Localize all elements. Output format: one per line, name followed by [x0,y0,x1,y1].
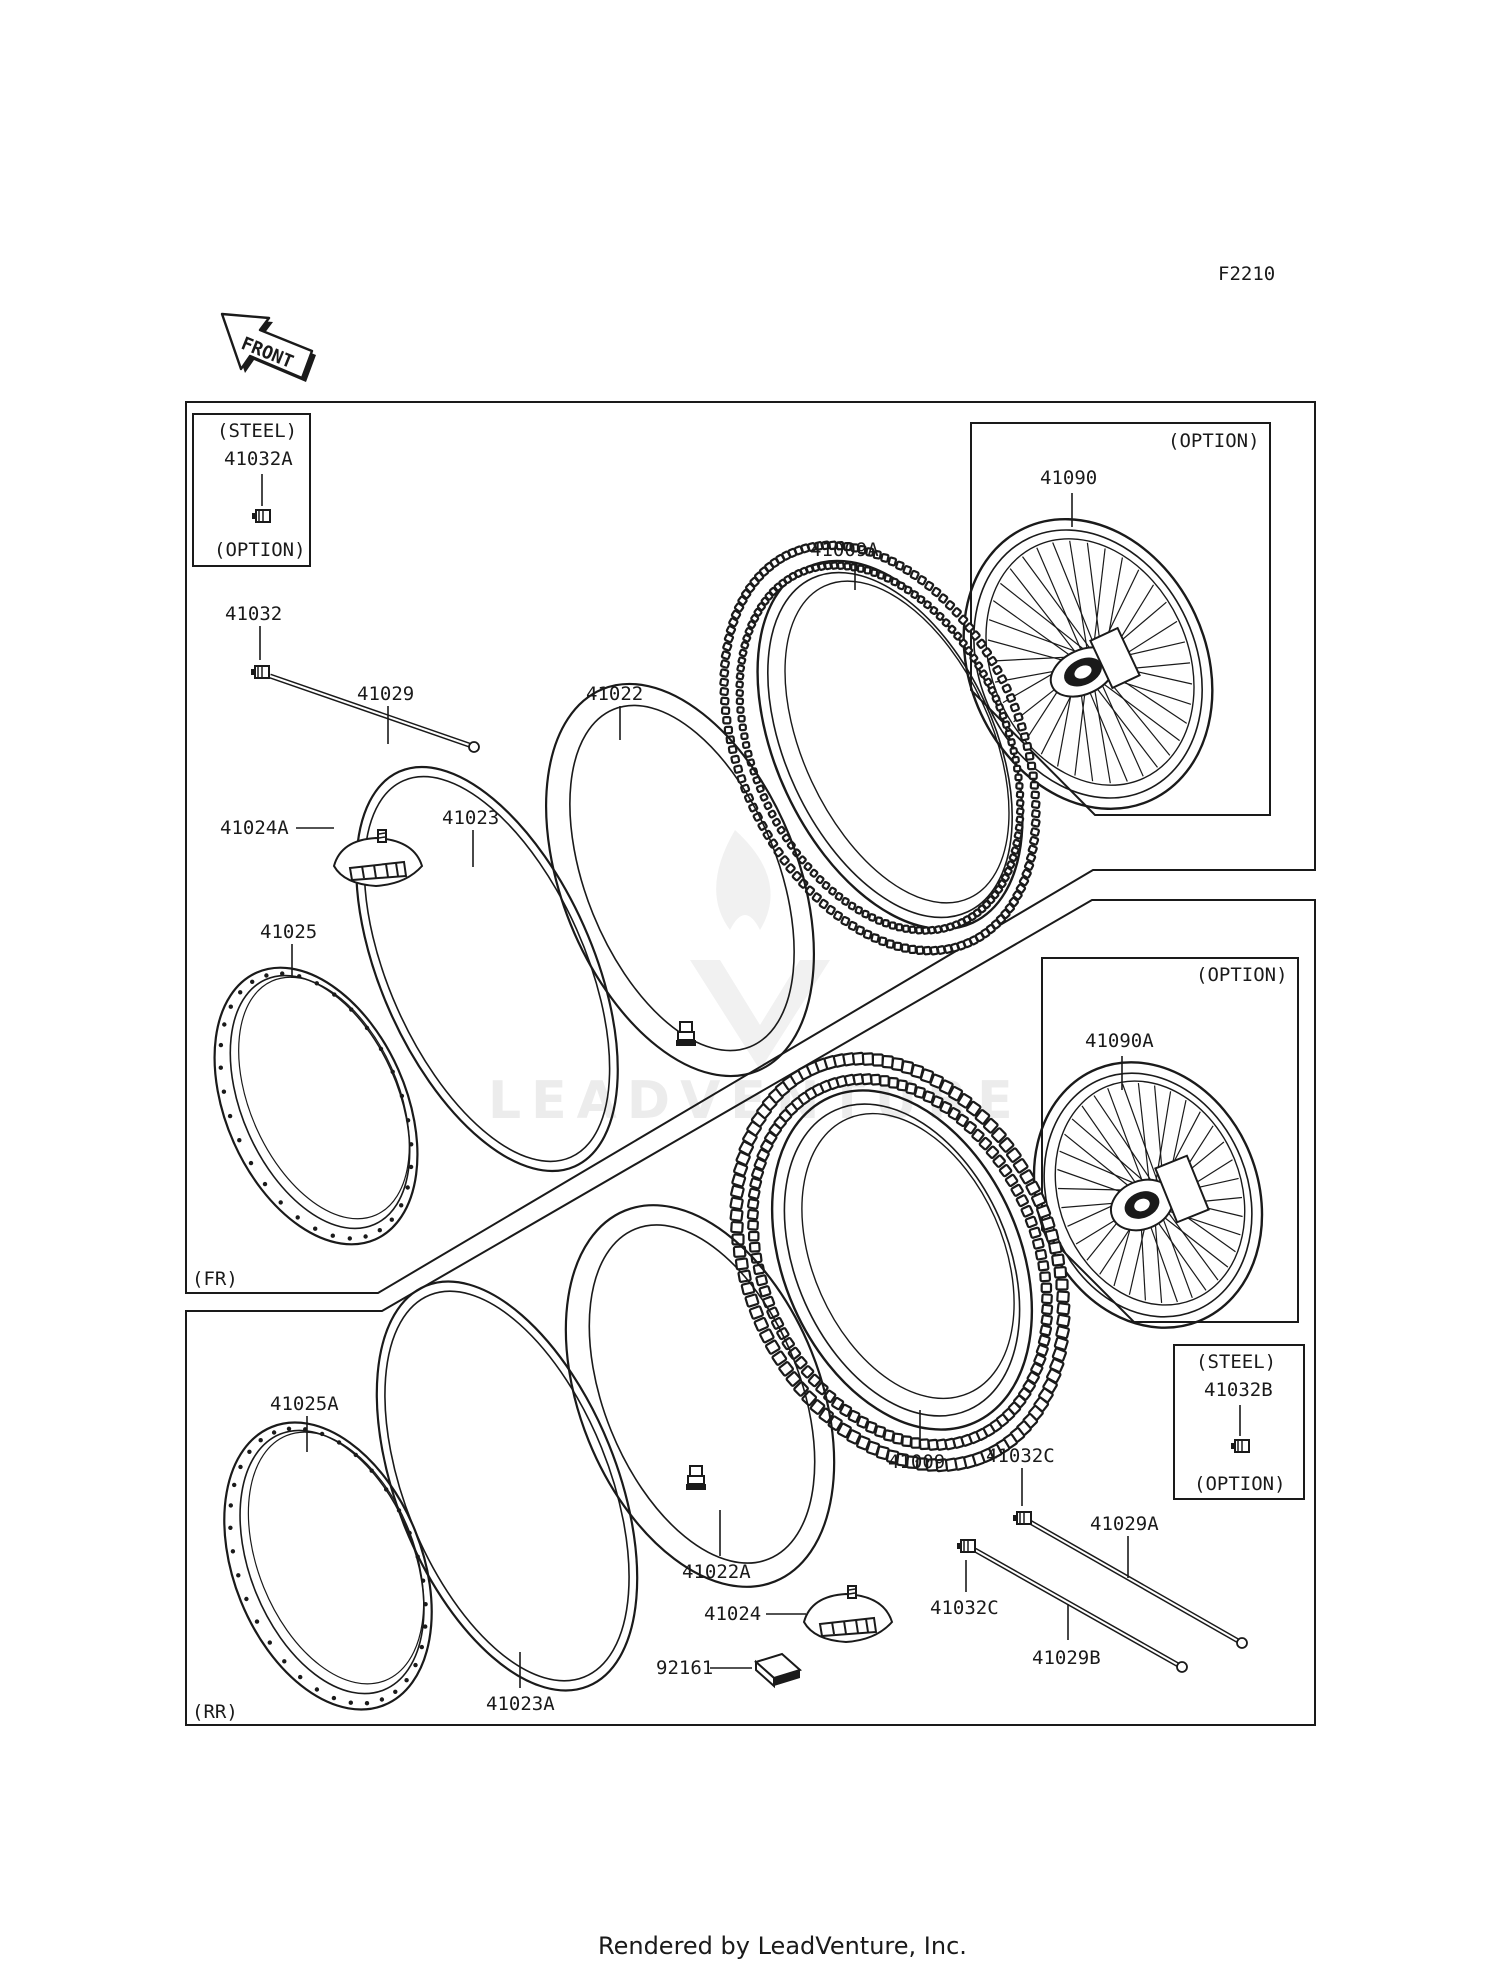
front-tube-valve-icon [675,1021,697,1047]
option-rear-label: (OPTION) [1196,964,1288,986]
rear-tire-icon [729,1051,1071,1473]
option-wheel-box-rear: (OPTION) 41090A [1041,957,1299,1323]
rear-rim-band-icon [375,1280,639,1692]
footer-credit: Rendered by LeadVenture, Inc. [598,1932,967,1960]
label-41022: 41022 [586,683,643,705]
front-direction-arrow-icon: FRONT [220,312,316,382]
label-41029B: 41029B [1032,1647,1101,1669]
steel-rear-bottom-label: (OPTION) [1194,1473,1286,1495]
label-41023A: 41023A [486,1693,555,1715]
steel-front-part-number: 41032A [224,448,293,470]
valve-cap-steel-front-icon [251,509,271,523]
steel-option-box-front: (STEEL) 41032A (OPTION) [192,413,311,567]
rear-inner-tube-icon [564,1204,836,1588]
option-front-label: (OPTION) [1168,430,1260,452]
front-rim-icon [213,966,419,1246]
label-92161: 92161 [656,1657,713,1679]
figure-code: F2210 [1218,263,1275,285]
steel-rear-part-number: 41032B [1204,1379,1273,1401]
steel-option-box-rear: (STEEL) 41032B (OPTION) [1173,1344,1305,1500]
label-41025A: 41025A [270,1393,339,1415]
rear-spoke-nipple-b-icon [956,1539,976,1553]
steel-front-bottom-label: (OPTION) [214,539,306,561]
rear-spoke-nipple-a-icon [1012,1511,1032,1525]
rear-rim-lock-icon [803,1585,893,1643]
front-wheel-assembly-icon [962,517,1214,811]
rear-tube-valve-icon [685,1465,707,1491]
option-front-part-number: 41090 [1040,467,1097,489]
front-spoke-nipple-icon [250,665,270,679]
label-41023: 41023 [442,807,499,829]
label-41032C-upper: 41032C [986,1445,1055,1467]
label-41025: 41025 [260,921,317,943]
label-41009A: 41009A [810,539,879,561]
label-41032: 41032 [225,603,282,625]
label-41032C-lower: 41032C [930,1597,999,1619]
label-41029A: 41029A [1090,1513,1159,1535]
valve-cap-steel-rear-icon [1230,1439,1250,1453]
rear-spoke-b-icon [973,1547,1188,1673]
steel-rear-top-label: (STEEL) [1196,1351,1276,1373]
option-wheel-box-front: (OPTION) 41090 [970,422,1271,816]
rear-section-label: (RR) [192,1701,238,1723]
option-rear-part-number: 41090A [1085,1030,1154,1052]
front-section-frame [185,401,1316,1294]
front-section-label: (FR) [192,1268,238,1290]
front-spoke-icon [269,673,480,753]
rear-section-frame [185,899,1316,1726]
rear-spoke-a-icon [1028,1519,1248,1649]
label-41022A: 41022A [682,1561,751,1583]
front-rim-band-icon [355,765,619,1173]
steel-front-top-label: (STEEL) [217,420,297,442]
front-rim-lock-icon [333,829,423,887]
label-41029: 41029 [357,683,414,705]
label-41024A: 41024A [220,817,289,839]
front-inner-tube-icon [545,682,815,1078]
label-41024: 41024 [704,1603,761,1625]
rim-lock-pad-icon [754,1652,802,1689]
rear-rim-icon [223,1421,433,1711]
front-tire-icon [719,540,1041,956]
label-41009: 41009 [888,1451,945,1473]
